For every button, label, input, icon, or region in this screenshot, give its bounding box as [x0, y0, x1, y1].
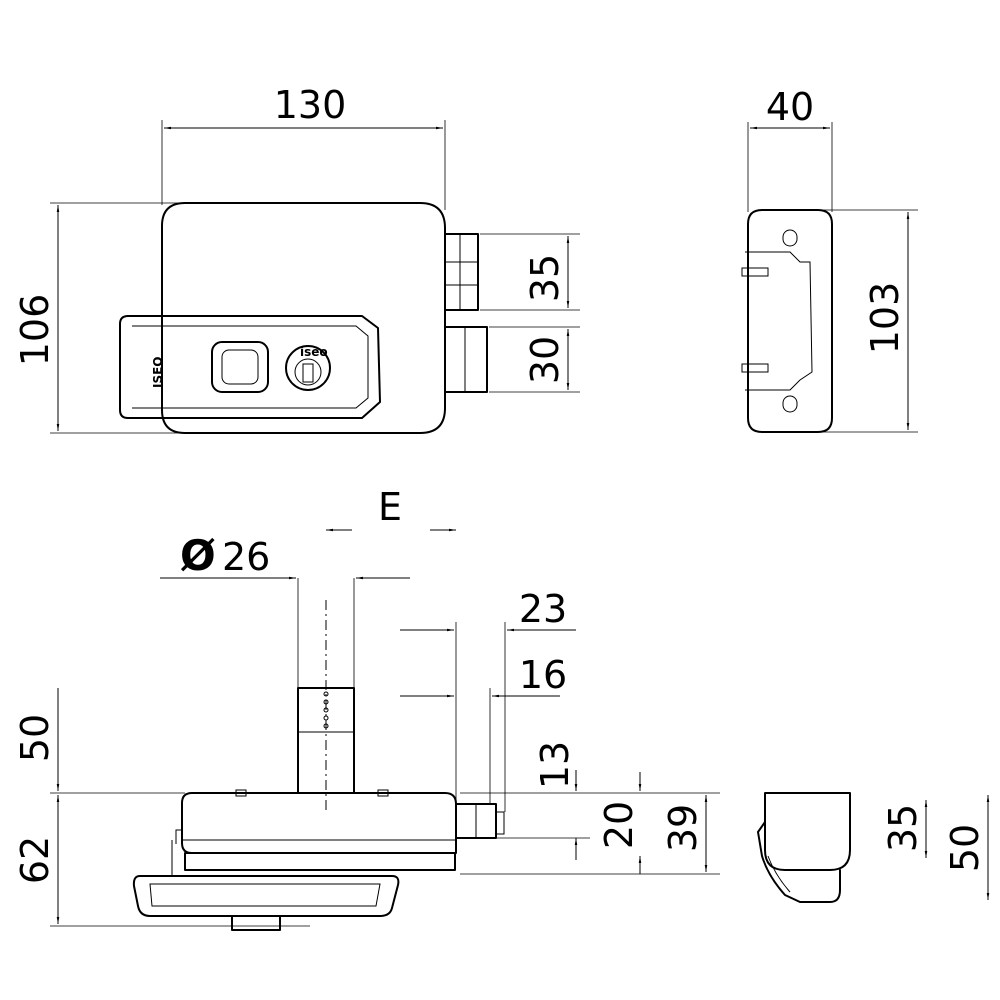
front-handle [132, 875, 400, 917]
bottom-cover-plate [184, 852, 456, 871]
keeper-tab-top [741, 267, 769, 277]
bottom-lock-body [181, 792, 457, 854]
dim-40-label: 40 [766, 85, 814, 129]
cylinder-pins [323, 691, 329, 729]
bolt-tip [495, 811, 505, 835]
cylinder-logo: iseo [300, 345, 328, 359]
dim-50-left-label: 50 [13, 714, 57, 762]
keeper-plate-outline [747, 209, 833, 433]
dim-20-label: 20 [597, 801, 641, 849]
dim-62-label: 62 [13, 836, 57, 884]
dim-30-label: 30 [523, 336, 567, 384]
diameter-symbol: Ø [180, 531, 216, 580]
dim-23-label: 23 [519, 587, 567, 631]
front-view: iseo ISEO 130 106 35 30 [13, 83, 580, 434]
bottom-view: E Ø 26 23 16 13 20 39 50 [13, 485, 720, 931]
keyway [302, 363, 314, 383]
front-handle-inner [149, 883, 381, 907]
push-button-inner [221, 349, 259, 385]
vertical-brand-logo: ISEO [151, 356, 165, 388]
dim-26-label: 26 [222, 535, 270, 579]
keeper-lip-inner [767, 855, 791, 893]
dim-106-label: 106 [13, 294, 57, 367]
keeper-block [764, 792, 851, 871]
dim-e-label: E [378, 485, 402, 529]
push-button [211, 341, 269, 393]
dim-13-label: 13 [533, 741, 577, 789]
cylinder-inner [294, 358, 322, 386]
cylinder-outer [285, 345, 331, 391]
lower-dead-bolt [444, 326, 488, 393]
dim-35-label: 35 [523, 254, 567, 302]
dim-130-label: 130 [274, 83, 347, 127]
dim-50-keeper-label: 50 [943, 824, 987, 872]
keeper-screw-hole-bottom [782, 395, 798, 413]
cover-plate-inner [132, 325, 369, 409]
keeper-profile [745, 251, 813, 391]
side-view: 40 103 [741, 85, 918, 433]
dim-16-label: 16 [519, 653, 567, 697]
keeper-tab-bottom [741, 363, 769, 373]
screw-marker-right [377, 789, 389, 797]
dim-39-label: 39 [661, 804, 705, 852]
handle-connector [171, 829, 183, 876]
keeper-screw-hole-top [782, 229, 798, 247]
screw-marker-left [235, 789, 247, 797]
keeper-lip [757, 821, 841, 903]
upper-latch-bolt [444, 233, 479, 311]
keeper-view: 35 50 [757, 792, 990, 903]
cover-plate [119, 315, 381, 419]
bottom-button-tab [231, 915, 281, 931]
lock-body-outline [161, 202, 446, 434]
dim-35-keeper-label: 35 [881, 804, 925, 852]
dim-103-label: 103 [863, 282, 907, 355]
